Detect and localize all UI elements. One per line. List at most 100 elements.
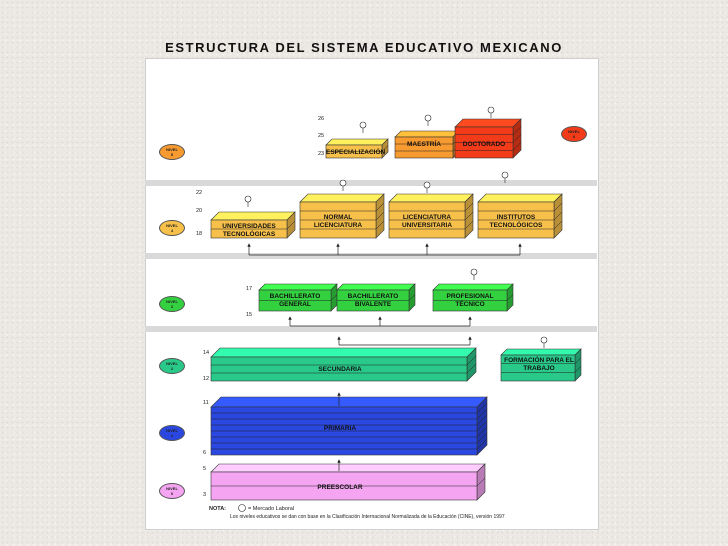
age-label: 18 xyxy=(196,231,203,237)
box-formacion: FORMACIÓN PARA EL TRABAJO xyxy=(504,357,574,372)
nota-legend-icon xyxy=(238,504,246,512)
box-secundaria: SECUNDARIA xyxy=(318,366,362,373)
inst-tec-box-stripe xyxy=(553,220,563,230)
box-bach-bivalente: BACHILLERATO BIVALENTE xyxy=(347,293,399,308)
box-univ-tecnologicas: UNIVERSIDADES TECNOLÓGICAS xyxy=(222,223,276,238)
box-bach-general: BACHILLERATO GENERAL xyxy=(269,293,321,308)
mercado-laboral-icon xyxy=(501,171,509,179)
lic-univ-box-stripe xyxy=(464,202,474,212)
box-especializacion: ESPECIALIZACIÓN xyxy=(326,149,386,156)
preescolar-box-stripe xyxy=(476,477,486,487)
especializacion-box-stripe xyxy=(381,145,389,152)
doctorado-box-top xyxy=(454,118,522,128)
mercado-laboral-icon xyxy=(244,195,252,203)
secundaria-box-front xyxy=(210,356,468,382)
page-title: ESTRUCTURA DEL SISTEMA EDUCATIVO MEXICAN… xyxy=(165,40,563,55)
age-label: 6 xyxy=(203,450,207,456)
formacion-box-top xyxy=(500,348,582,356)
box-maestria: MAESTRÍA xyxy=(407,141,441,148)
secundaria-box-stripe xyxy=(466,363,477,374)
mercado-laboral-icon xyxy=(470,268,478,276)
prof-tec-box-stripe xyxy=(506,294,514,301)
separator-band xyxy=(145,253,597,259)
box-doctorado: DOCTORADO xyxy=(462,141,506,148)
maestria-box-top xyxy=(394,130,460,138)
nota-label: NOTA: xyxy=(209,506,227,512)
age-label: 11 xyxy=(203,400,209,406)
mercado-laboral-icon xyxy=(339,179,347,187)
normal-box-stripe xyxy=(375,220,385,230)
nota-legend: = Mercado Laboral xyxy=(248,506,295,512)
especializacion-box-top xyxy=(325,138,389,146)
box-lic-universitaria: LICENCIATURA UNIVERSITARIA xyxy=(401,214,453,229)
preescolar-box-top xyxy=(210,463,486,473)
doctorado-box-stripe xyxy=(512,142,522,151)
secundaria-box-stripe xyxy=(466,355,477,366)
secundaria-box-top xyxy=(210,347,477,358)
separator-band xyxy=(145,326,597,332)
primaria-box-stripe xyxy=(476,408,488,420)
separator-band xyxy=(145,180,597,186)
age-label: 17 xyxy=(246,286,253,292)
normal-box-stripe xyxy=(375,211,385,221)
age-label: 20 xyxy=(196,208,203,214)
inst-tec-box-stripe xyxy=(553,211,563,221)
age-label: 5 xyxy=(203,466,207,472)
primaria-box-stripe xyxy=(476,426,488,438)
box-normal: NORMAL LICENCIATURA xyxy=(313,214,363,229)
box-primaria: PRIMARIA xyxy=(323,425,357,432)
primaria-box-stripe xyxy=(476,432,488,444)
mercado-laboral-icon xyxy=(424,114,432,122)
age-label: 26 xyxy=(318,116,325,122)
univ-tec-box-top xyxy=(210,211,296,221)
lic-univ-box-stripe xyxy=(464,220,474,230)
mercado-laboral-icon xyxy=(540,336,548,344)
primaria-box-stripe xyxy=(476,414,488,426)
formacion-box-stripe xyxy=(574,366,582,373)
box-preescolar: PREESCOLAR xyxy=(317,484,363,491)
primaria-box-stripe xyxy=(476,438,488,450)
primaria-box-top xyxy=(210,396,488,408)
normal-box-stripe xyxy=(375,202,385,212)
box-inst-tecnologicos: INSTITUTOS TECNOLÓGICOS xyxy=(489,214,543,229)
primaria-box-stripe xyxy=(476,420,488,432)
inst-tec-box-stripe xyxy=(553,202,563,212)
bach-gral-box-stripe xyxy=(330,294,338,301)
box-prof-tecnico: PROFESIONAL TÉCNICO xyxy=(446,293,494,308)
lic-univ-box-top xyxy=(388,193,474,203)
age-label: 23 xyxy=(318,151,325,157)
lic-univ-box-stripe xyxy=(464,211,474,221)
age-label: 22 xyxy=(196,190,203,196)
nota-text: Los niveles educativos se dan con base e… xyxy=(230,514,505,520)
inst-tec-box-top xyxy=(477,193,563,203)
doctorado-box-stripe xyxy=(512,126,522,135)
mercado-laboral-icon xyxy=(423,181,431,189)
mercado-laboral-icon xyxy=(359,121,367,129)
maestria-box-front xyxy=(394,136,454,159)
prof-tec-box-top xyxy=(432,283,514,291)
normal-box-top xyxy=(299,193,385,203)
age-label: 12 xyxy=(203,376,210,382)
mercado-laboral-icon xyxy=(487,106,495,114)
doctorado-box-stripe xyxy=(512,134,522,143)
age-label: 14 xyxy=(203,350,210,356)
bach-biv-box-top xyxy=(336,283,416,291)
age-label: 25 xyxy=(318,133,325,139)
age-label: 3 xyxy=(203,492,207,498)
age-label: 15 xyxy=(246,312,253,318)
formacion-box-side xyxy=(574,348,582,382)
formacion-box-front xyxy=(500,354,576,382)
univ-tec-box-stripe xyxy=(286,220,296,230)
bach-gral-box-top xyxy=(258,283,338,291)
primaria-box-stripe xyxy=(476,402,488,414)
bach-biv-box-stripe xyxy=(408,294,416,301)
formacion-box-stripe xyxy=(574,357,582,364)
